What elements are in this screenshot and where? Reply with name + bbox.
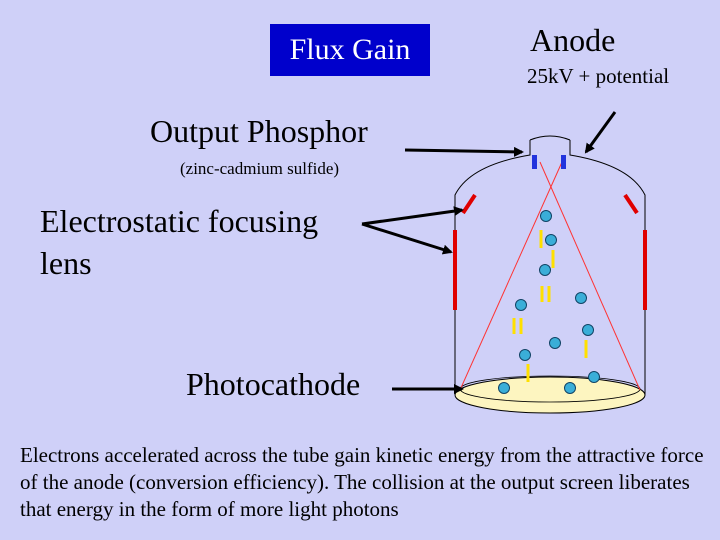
pointer-arrows	[361, 111, 617, 394]
output-phosphor-marker-right	[561, 155, 566, 169]
focusing-electrode-upper-left	[461, 193, 477, 215]
focusing-lens-label: Electrostatic focusing lens	[40, 200, 318, 284]
lens-arrow-upper	[361, 206, 464, 226]
focusing-electrode-upper-right	[623, 193, 639, 215]
focus-ray-left	[459, 161, 563, 391]
focusing-lens-label-line1: Electrostatic focusing	[40, 203, 319, 239]
output-phosphor-label: Output Phosphor	[150, 113, 368, 149]
anode-arrow	[584, 111, 617, 154]
focus-ray-right	[539, 161, 641, 391]
anode-label: Anode	[530, 22, 616, 58]
flux-gain-title: Flux Gain	[270, 24, 430, 76]
electrons	[498, 210, 600, 394]
anode-potential-label: 25kV + potential	[527, 64, 670, 88]
phosphor-material-label: (zinc-cadmium sulfide)	[180, 159, 340, 178]
lens-arrow-lower	[361, 222, 453, 255]
focusing-lens-label-line2: lens	[40, 245, 92, 281]
photocathode-label: Photocathode	[186, 366, 361, 402]
photocathode-disk	[454, 376, 646, 414]
output-phosphor-marker-left	[532, 155, 537, 169]
tube-outline	[454, 135, 646, 395]
photon-dashes	[512, 230, 588, 382]
output-phosphor-arrow	[404, 146, 524, 157]
caption-text: Electrons accelerated across the tube ga…	[20, 443, 704, 521]
